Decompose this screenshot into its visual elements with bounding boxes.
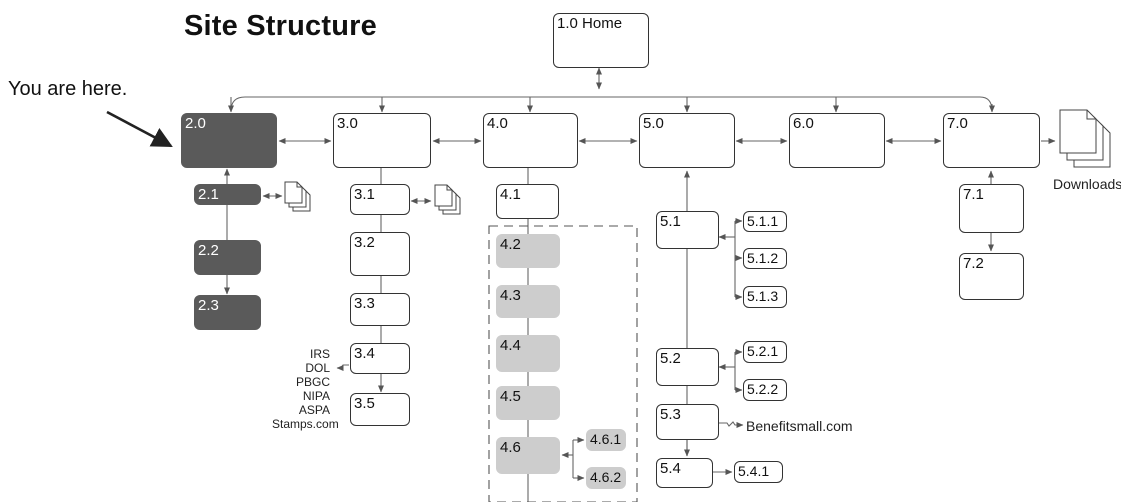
document-stack-icon-3-1 xyxy=(434,184,461,215)
node-4-4: 4.4 xyxy=(496,335,560,372)
node-4-6: 4.6 xyxy=(496,437,560,474)
node-4-1: 4.1 xyxy=(496,184,559,219)
node-7-0: 7.0 xyxy=(943,113,1040,168)
node-3-5: 3.5 xyxy=(350,393,410,426)
node-5-4-1: 5.4.1 xyxy=(734,461,783,483)
node-4-2: 4.2 xyxy=(496,234,560,268)
node-6-0: 6.0 xyxy=(789,113,885,168)
node-4-3: 4.3 xyxy=(496,285,560,318)
external-site: Stamps.com xyxy=(272,417,339,431)
node-5-1-2: 5.1.2 xyxy=(743,248,787,269)
top-bus-line xyxy=(230,96,993,112)
page-title: Site Structure xyxy=(184,10,377,42)
node-4-0: 4.0 xyxy=(483,113,578,168)
node-3-1: 3.1 xyxy=(350,184,410,215)
node-5-4: 5.4 xyxy=(656,458,713,488)
node-5-3: 5.3 xyxy=(656,404,719,440)
node-5-1-1: 5.1.1 xyxy=(743,211,787,232)
external-site: IRS xyxy=(309,347,330,361)
external-site: DOL xyxy=(305,361,330,375)
node-3-0: 3.0 xyxy=(333,113,431,168)
node-4-6-2: 4.6.2 xyxy=(586,467,626,489)
node-3-2: 3.2 xyxy=(350,232,410,276)
document-stack-icon-2-1 xyxy=(284,181,311,212)
node-2-3: 2.3 xyxy=(194,295,261,330)
external-link-label: Benefitsmall.com xyxy=(746,418,853,434)
node-5-2-2: 5.2.2 xyxy=(743,379,787,401)
external-site: ASPA xyxy=(298,403,330,417)
node-5-2: 5.2 xyxy=(656,348,719,386)
external-site: PBGC xyxy=(295,375,330,389)
optional-group-border xyxy=(488,225,638,502)
node-5-1: 5.1 xyxy=(656,211,719,249)
node-5-0: 5.0 xyxy=(639,113,735,168)
node-3-4: 3.4 xyxy=(350,343,410,374)
node-5-1-3: 5.1.3 xyxy=(743,286,787,308)
downloads-label: Downloads xyxy=(1053,176,1121,192)
node-7-1: 7.1 xyxy=(959,184,1024,233)
node-2-0: 2.0 xyxy=(181,113,277,168)
node-4-6-1: 4.6.1 xyxy=(586,429,626,451)
external-site: NIPA xyxy=(302,389,330,403)
node-2-2: 2.2 xyxy=(194,240,261,275)
external-sites-list: IRS DOL PBGC NIPA ASPA Stamps.com xyxy=(272,347,339,431)
you-are-here-label: You are here. xyxy=(8,78,128,100)
node-4-5: 4.5 xyxy=(496,386,560,420)
node-3-3: 3.3 xyxy=(350,293,410,326)
node-7-2: 7.2 xyxy=(959,253,1024,300)
node-2-1: 2.1 xyxy=(194,184,261,205)
downloads-document-icon xyxy=(1059,109,1111,168)
you-are-here-arrow xyxy=(106,110,173,148)
node-5-2-1: 5.2.1 xyxy=(743,341,787,363)
node-1-0-home: 1.0 Home xyxy=(553,13,649,68)
